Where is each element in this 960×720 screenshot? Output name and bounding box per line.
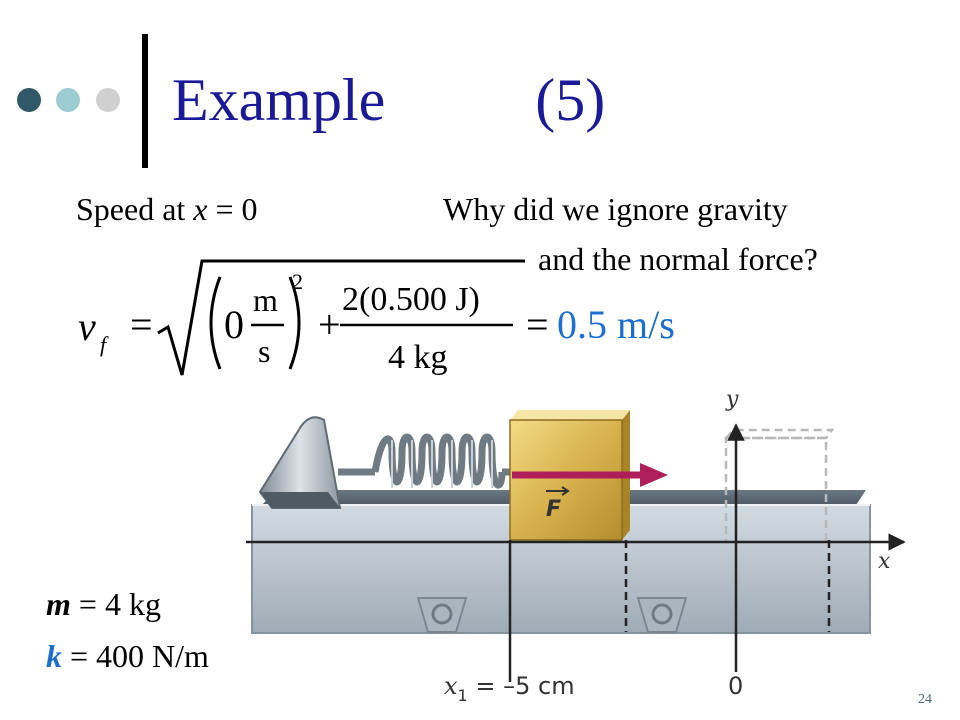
slide-title: Example (5) (172, 67, 606, 133)
figure-svg: F y x x1 = –5 cm 0 (246, 387, 906, 705)
track-foot-left (416, 597, 468, 633)
spring-coil (338, 433, 512, 489)
eq-exponent: 2 (292, 269, 303, 294)
eq-result: 0.5 m/s (557, 302, 675, 347)
eq-lhs-sub: f (100, 332, 109, 357)
track-foot-right (636, 597, 688, 633)
eq-zero: 0 (224, 302, 244, 347)
question-line-2: and the normal force? (538, 241, 818, 277)
mass-given: m = 4 kg (46, 588, 161, 620)
spring-highlight (391, 440, 493, 488)
x1-var: x (444, 672, 458, 700)
force-vector-tip (561, 486, 570, 496)
eq-plus: + (318, 302, 341, 347)
slide-number: 24 (918, 692, 932, 707)
eq-lhs: v (78, 304, 96, 349)
force-arrow-head (640, 463, 668, 487)
x1-value: = –5 cm (468, 672, 575, 700)
y-axis-label: y (725, 387, 739, 412)
sqrt-sign (157, 259, 525, 376)
eq-unit-num: m (253, 282, 278, 318)
mass-value: = 4 kg (70, 586, 161, 622)
x1-label: x1 = –5 cm (444, 672, 575, 705)
origin-label: 0 (728, 672, 743, 700)
speed-prefix: Speed at (76, 191, 194, 227)
header-dot-2 (56, 88, 80, 112)
force-label: F (546, 497, 561, 522)
x1-sub: 1 (458, 686, 468, 705)
velocity-equation: v f = 0 m s 2 + 2(0.500 J) 4 kg = 0.5 m/… (70, 255, 710, 380)
speed-statement: Speed at x = 0 (76, 193, 258, 225)
paren-right (288, 276, 301, 370)
question-line-1: Why did we ignore gravity (443, 191, 788, 227)
eq-equals-1: = (130, 302, 153, 347)
header-divider (142, 34, 148, 168)
block (509, 419, 623, 541)
mass-symbol: m (46, 586, 71, 622)
eq-frac-num: 2(0.500 J) (342, 281, 480, 318)
paren-left (209, 276, 222, 370)
eq-unit-den: s (258, 333, 270, 369)
track-screw-left (431, 603, 453, 625)
block-top (510, 410, 630, 420)
x-axis-label: x (878, 549, 891, 574)
equation-svg: v f = 0 m s 2 + 2(0.500 J) 4 kg = 0.5 m/… (78, 259, 675, 376)
spring-constant-given: k = 400 N/m (46, 640, 209, 672)
eq-frac-den: 4 kg (388, 339, 448, 376)
spring-block-figure: F y x x1 = –5 cm 0 (240, 380, 920, 710)
header-dot-1 (17, 88, 41, 112)
speed-suffix: = 0 (207, 191, 258, 227)
speed-var: x (193, 191, 208, 227)
header-dot-3 (96, 88, 120, 112)
spring-constant-value: = 400 N/m (62, 638, 209, 674)
stand-base (260, 492, 340, 508)
track-screw-right (651, 603, 673, 625)
spring-constant-symbol: k (46, 638, 62, 674)
eq-equals-2: = (526, 302, 549, 347)
